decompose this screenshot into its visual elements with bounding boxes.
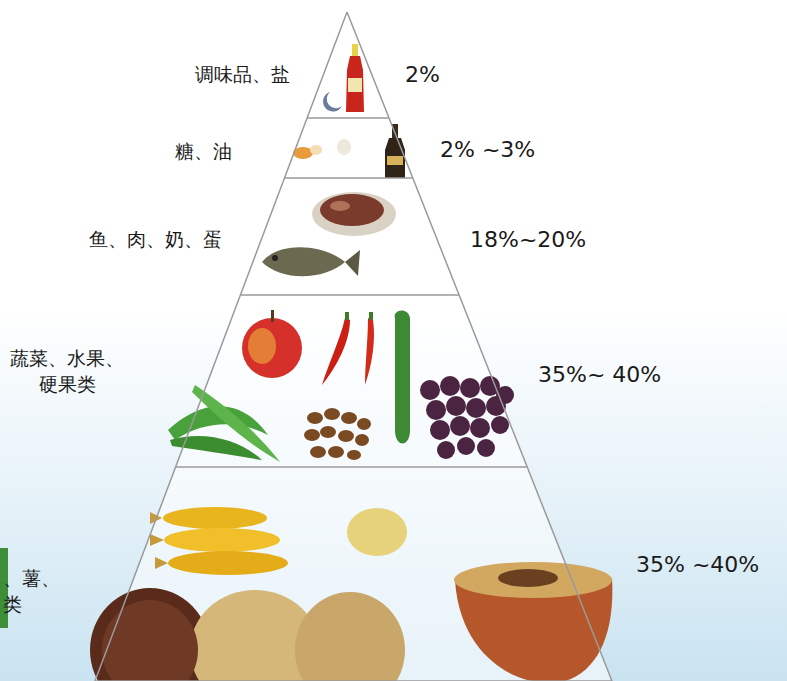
band-shape — [285, 118, 413, 178]
food-band: 鱼、肉、奶、蛋 18%~20% — [0, 178, 787, 295]
band-outline — [0, 12, 787, 118]
potato — [347, 508, 407, 556]
food-group-label: 鱼、肉、奶、蛋 — [89, 227, 222, 253]
percentage-label: 18%~20% — [470, 227, 586, 253]
food-band: 糖、油 2% ~3% — [0, 118, 787, 178]
percentage-label: 35% ~40% — [636, 552, 759, 578]
food-group-label: 糖、油 — [175, 139, 232, 165]
band-shape — [176, 295, 528, 467]
band-shape — [95, 467, 612, 681]
percentage-label: 2% — [405, 62, 440, 88]
ketchup-bottle — [346, 44, 364, 112]
pyramid-body — [95, 12, 612, 681]
grain-piles — [90, 588, 405, 681]
food-band: 调味品、盐 2% — [0, 12, 787, 118]
apple — [242, 310, 302, 378]
band-outline — [0, 295, 787, 467]
food-group-label: 蔬菜、水果、 硬果类 — [8, 346, 126, 397]
food-group-label: 调味品、盐 — [195, 62, 290, 88]
green-beans — [168, 385, 280, 462]
meat-plate — [312, 192, 396, 236]
band-outline — [0, 118, 787, 178]
band-shape — [307, 12, 389, 118]
sugar-items — [293, 139, 351, 159]
percentage-label: 2% ~3% — [440, 137, 535, 163]
percentage-label: 35%~ 40% — [538, 362, 661, 388]
corn — [150, 507, 288, 575]
nuts — [304, 408, 371, 460]
grapes — [420, 376, 514, 459]
food-band: 蔬菜、水果、 硬果类 35%~ 40% — [0, 295, 787, 467]
cucumber — [395, 310, 410, 443]
chili-peppers — [322, 312, 374, 385]
food-group-label: 、薯、 类 — [3, 566, 63, 617]
fish — [262, 247, 360, 276]
food-band: 、薯、 类 35% ~40% — [0, 467, 787, 681]
band-shape — [240, 178, 459, 295]
moon-shape — [323, 92, 342, 112]
